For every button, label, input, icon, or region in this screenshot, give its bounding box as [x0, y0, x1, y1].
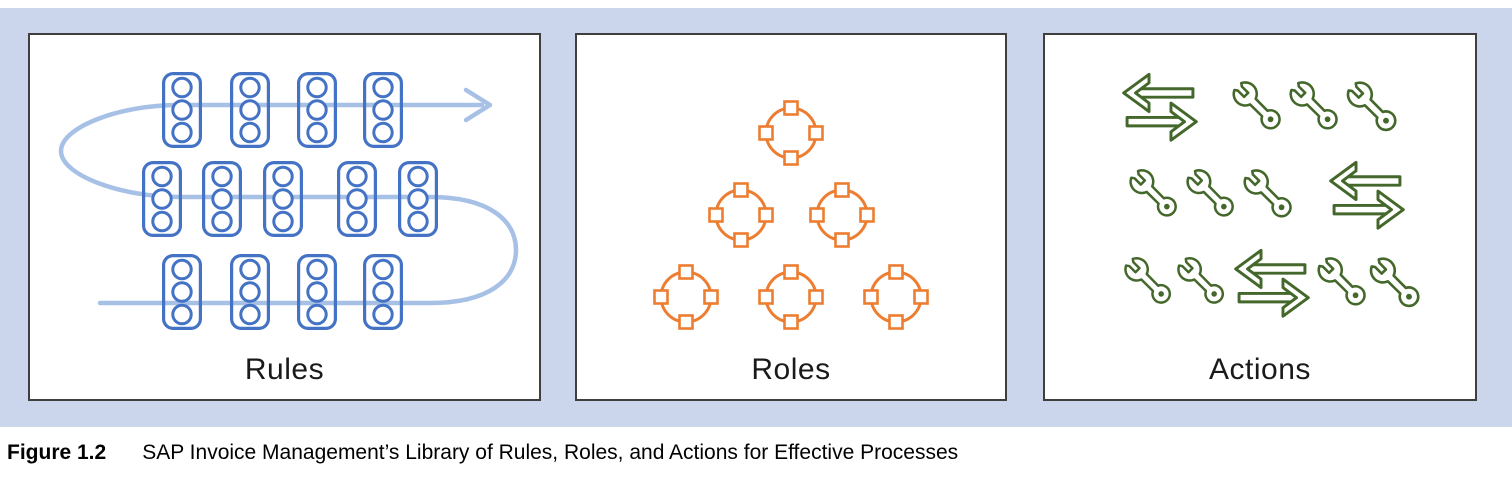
traffic-light-domino-icon	[297, 254, 337, 331]
figure-caption-text: SAP Invoice Management’s Library of Rule…	[142, 441, 959, 464]
role-ring-icon	[653, 264, 719, 330]
wrench-icon	[1313, 253, 1372, 312]
wrench-icon	[1182, 165, 1240, 223]
figure-caption: Figure 1.2 SAP Invoice Management’s Libra…	[7, 441, 958, 465]
actions-panel-label: Actions	[1209, 353, 1311, 386]
traffic-light-domino-icon	[297, 72, 337, 149]
role-ring-icon	[863, 264, 929, 330]
wrench-icon	[1285, 77, 1344, 136]
traffic-light-domino-icon	[230, 72, 270, 149]
flow-arrowhead-icon	[463, 87, 493, 123]
wrench-icon	[1239, 165, 1298, 224]
rules-artwork	[58, 72, 519, 331]
role-ring-icon	[809, 182, 875, 248]
wrench-icon	[1342, 77, 1403, 137]
traffic-light-domino-icon	[263, 161, 303, 238]
traffic-light-domino-icon	[363, 254, 403, 331]
swap-arrows-icon	[1234, 248, 1310, 318]
roles-artwork	[653, 100, 929, 330]
actions-artwork	[1120, 72, 1426, 318]
role-ring-icon	[758, 264, 824, 330]
traffic-light-domino-icon	[202, 161, 242, 238]
traffic-light-domino-icon	[337, 161, 377, 238]
traffic-light-domino-icon	[230, 254, 270, 331]
roles-panel-label: Roles	[751, 353, 831, 386]
swap-arrows-icon	[1329, 160, 1405, 230]
rules-panel-label: Rules	[244, 353, 325, 386]
traffic-light-domino-icon	[142, 161, 182, 238]
actions-panel: Actions	[1043, 33, 1477, 401]
rules-panel: Rules	[28, 33, 541, 401]
swap-arrows-icon	[1122, 72, 1198, 142]
roles-panel: Roles	[575, 33, 1007, 401]
traffic-light-domino-icon	[398, 161, 438, 238]
traffic-light-domino-icon	[162, 254, 202, 331]
wrench-icon	[1125, 165, 1183, 223]
wrench-icon	[1365, 253, 1426, 313]
role-ring-icon	[708, 182, 774, 248]
wrench-icon	[1228, 77, 1287, 136]
wrench-icon	[1120, 253, 1177, 310]
traffic-light-domino-icon	[363, 72, 403, 149]
figure-background: Rules Roles Actions	[0, 8, 1512, 427]
traffic-light-domino-icon	[162, 72, 202, 149]
figure-number: Figure 1.2	[7, 441, 107, 464]
role-ring-icon	[758, 100, 824, 166]
wrench-icon	[1173, 253, 1230, 310]
